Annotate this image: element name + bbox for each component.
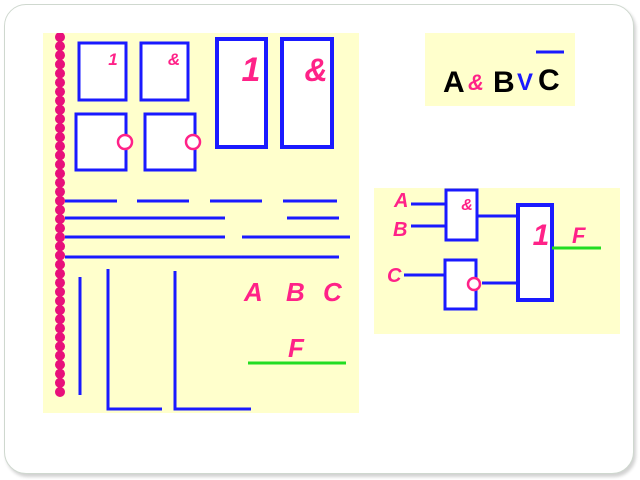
circuit-wires <box>404 202 518 285</box>
small-and-gate-symbol: & <box>168 50 180 69</box>
formula-c: C <box>538 64 560 97</box>
inverter-bubble-1 <box>116 133 134 151</box>
circuit-or-symbol: 1 <box>533 219 550 252</box>
formula-b: B <box>493 66 515 99</box>
circuit-canvas: A B C & 1 F <box>387 188 601 311</box>
formula-or-operator: V <box>517 69 533 96</box>
tall-or-gate[interactable] <box>215 37 268 149</box>
wire-pieces <box>65 199 350 411</box>
output-f-label: F <box>288 333 305 363</box>
inverter-bubble-2 <box>184 133 202 151</box>
parts-panel: 1 & 1 & A B C <box>43 33 359 413</box>
variable-b-label: B <box>286 277 305 307</box>
circuit-output-label: F <box>572 223 586 248</box>
small-or-gate-symbol: 1 <box>108 50 117 69</box>
variable-c-label: C <box>323 277 343 307</box>
formula-canvas: A & B V C <box>443 50 564 99</box>
input-b-label: B <box>393 219 407 241</box>
formula-a: A <box>443 66 465 99</box>
small-or-gate[interactable] <box>77 41 128 102</box>
formula-panel: A & B V C <box>425 33 575 106</box>
formula-and-operator: & <box>468 70 484 95</box>
wire-elbow-2[interactable] <box>173 271 251 411</box>
tall-or-gate-symbol: 1 <box>242 51 261 89</box>
circuit-and-gate[interactable] <box>444 188 479 242</box>
parts-canvas: 1 & 1 & A B C <box>55 33 350 411</box>
circuit-or-gate[interactable] <box>516 203 554 302</box>
wire-elbow-1[interactable] <box>106 269 162 411</box>
small-and-gate[interactable] <box>139 41 190 102</box>
circuit-and-symbol: & <box>461 197 473 214</box>
variable-a-label: A <box>243 277 263 307</box>
tall-and-gate[interactable] <box>280 37 334 149</box>
input-a-label: A <box>393 190 408 212</box>
circuit-not-bubble <box>466 276 482 292</box>
tall-and-gate-symbol: & <box>304 52 327 88</box>
circuit-panel: A B C & 1 F <box>374 188 620 334</box>
input-c-label: C <box>387 265 402 287</box>
